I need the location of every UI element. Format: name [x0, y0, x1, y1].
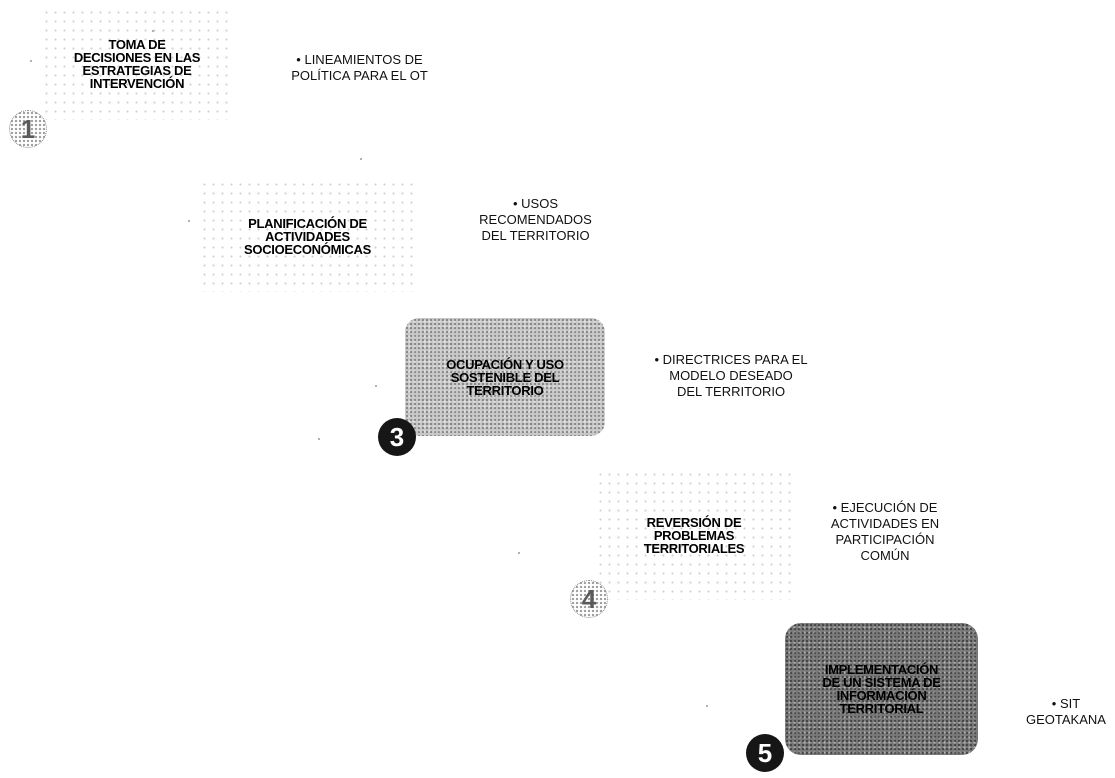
step-4-output-line: PARTICIPACIÓN	[835, 532, 935, 547]
step-3-output: • DIRECTRICES PARA EL MODELO DESEADO DEL…	[620, 352, 842, 400]
step-5-title-line: INFORMACIÓN	[836, 688, 927, 703]
step-1-title-line: ESTRATEGIAS DE	[82, 63, 192, 78]
step-5-box: IMPLEMENTACIÓN DE UN SISTEMA DE INFORMAC…	[785, 623, 978, 755]
step-3-number: 3	[389, 421, 405, 452]
scan-speck	[360, 158, 362, 160]
scan-speck	[152, 30, 154, 32]
scan-speck	[375, 385, 377, 387]
step-1-number-badge: 1	[9, 110, 47, 148]
step-1-output-line: POLÍTICA PARA EL OT	[291, 68, 428, 83]
step-5-title-line: IMPLEMENTACIÓN	[824, 662, 939, 677]
scan-speck	[188, 220, 190, 222]
step-5-output-line: • SIT	[1051, 696, 1081, 711]
step-4-output-line: • EJECUCIÓN DE	[832, 500, 938, 515]
step-1-title-line: TOMA DE	[108, 37, 166, 52]
step-5-number: 5	[757, 737, 773, 768]
step-4-title-line: PROBLEMAS	[653, 527, 735, 543]
step-3-title-line: OCUPACIÓN Y USO	[446, 356, 564, 372]
step-4-title-line: TERRITORIALES	[643, 540, 745, 556]
step-4-output: • EJECUCIÓN DE ACTIVIDADES EN PARTICIPAC…	[810, 500, 960, 564]
step-3-output-line: MODELO DESEADO	[669, 368, 793, 383]
step-3-output-line: DEL TERRITORIO	[676, 384, 786, 399]
step-3-output-line: • DIRECTRICES PARA EL	[654, 352, 808, 367]
step-1-output: • LINEAMIENTOS DE POLÍTICA PARA EL OT	[262, 52, 457, 84]
step-5-output: • SIT GEOTAKANA	[1025, 696, 1107, 728]
step-3-number-badge: 3	[378, 418, 416, 456]
step-3-title-line: TERRITORIO	[466, 382, 544, 398]
step-1-title-line: INTERVENCIÓN	[89, 76, 185, 91]
step-1-output-line: • LINEAMIENTOS DE	[296, 52, 423, 67]
step-2-output: • USOS RECOMENDADOS DEL TERRITORIO	[458, 196, 613, 244]
step-4-box: REVERSIÓN DE PROBLEMAS TERRITORIALES	[596, 470, 792, 600]
step-2-title-line: PLANIFICACIÓN DE	[248, 215, 367, 231]
step-4-title-line: REVERSIÓN DE	[646, 514, 742, 530]
step-2-output-line: DEL TERRITORIO	[481, 228, 590, 243]
step-5-title-line: DE UN SISTEMA DE	[822, 675, 941, 690]
step-2-output-line: RECOMENDADOS	[479, 212, 592, 227]
step-5-number-badge: 5	[746, 734, 784, 772]
step-4-output-line: ACTIVIDADES EN	[830, 516, 940, 531]
step-2-output-line: • USOS	[512, 196, 558, 211]
step-3-box: OCUPACIÓN Y USO SOSTENIBLE DEL TERRITORI…	[405, 318, 605, 436]
step-4-number-badge: 4	[570, 580, 608, 618]
scan-speck	[30, 60, 32, 62]
step-2-title-line: SOCIOECONÓMICAS	[244, 241, 371, 257]
step-1-box: TOMA DE DECISIONES EN LAS ESTRATEGIAS DE…	[42, 8, 232, 120]
step-1-number: 1	[20, 113, 36, 144]
step-3-title-line: SOSTENIBLE DEL	[450, 369, 560, 385]
step-2-box: PLANIFICACIÓN DE ACTIVIDADES SOCIOECONÓM…	[200, 180, 415, 292]
step-1-title-line: DECISIONES EN LAS	[73, 50, 201, 65]
step-4-number: 4	[581, 583, 597, 614]
scan-speck	[318, 438, 320, 440]
step-5-title-line: TERRITORIAL	[839, 701, 924, 716]
step-2-title-line: ACTIVIDADES	[265, 228, 350, 244]
step-5-output-line: GEOTAKANA	[1026, 712, 1106, 727]
scan-speck	[706, 705, 708, 707]
scan-speck	[518, 552, 520, 554]
step-4-output-line: COMÚN	[860, 548, 910, 563]
